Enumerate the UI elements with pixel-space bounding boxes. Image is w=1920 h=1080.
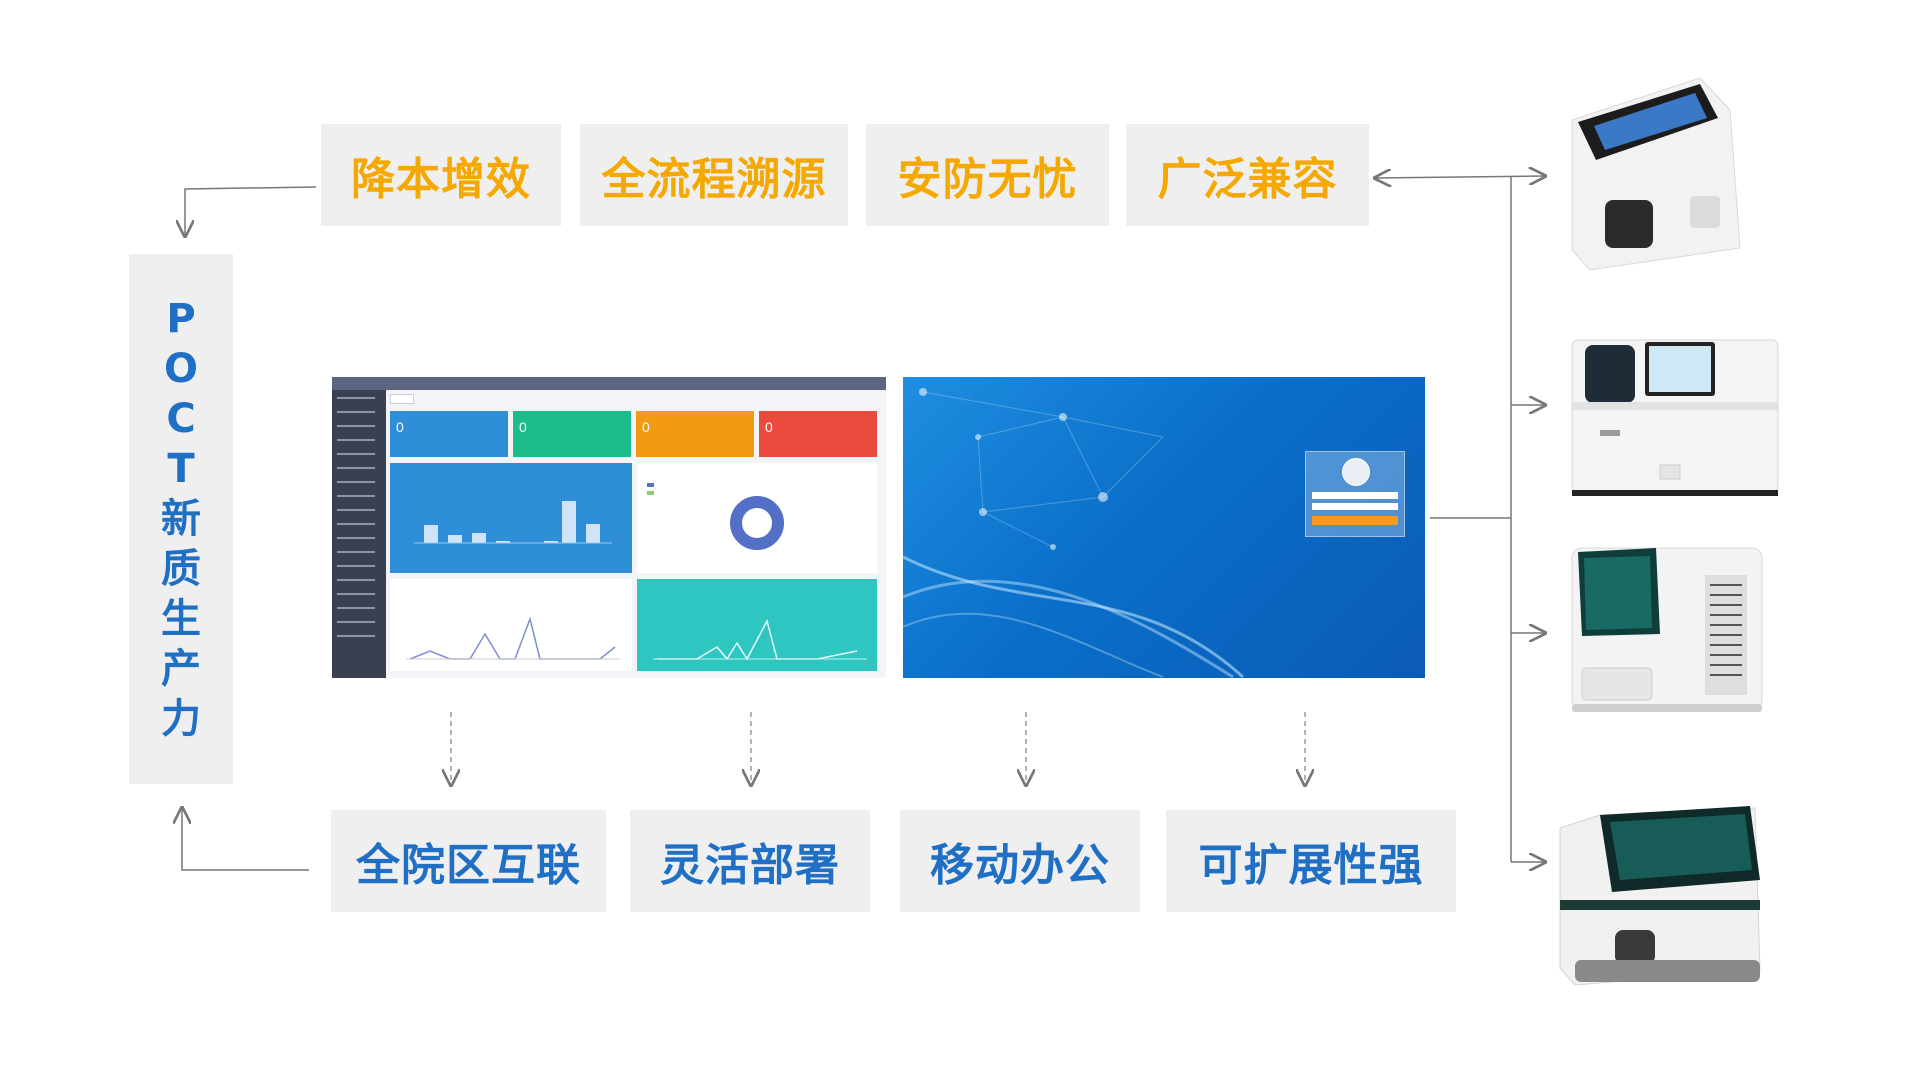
poct-char: 力 bbox=[161, 696, 201, 742]
feature-label: 全院区互联 bbox=[356, 840, 581, 891]
poct-char: 生 bbox=[161, 596, 201, 642]
feature-label: 安防无忧 bbox=[897, 154, 1078, 205]
stat-value: 0 bbox=[519, 419, 527, 435]
sidebar-menu-line bbox=[337, 565, 375, 567]
password-field bbox=[1312, 503, 1398, 510]
feature-flexible-deploy: 灵活部署 bbox=[630, 810, 870, 912]
feature-label: 移动办公 bbox=[930, 840, 1110, 891]
area-chart bbox=[653, 618, 867, 661]
sidebar-menu-line bbox=[337, 481, 375, 483]
device-analyzer-1 bbox=[1571, 77, 1741, 271]
sidebar-menu-line bbox=[337, 411, 375, 413]
bar-chart-panel bbox=[390, 463, 632, 573]
feature-campus-interconnect: 全院区互联 bbox=[331, 810, 606, 912]
username-field bbox=[1312, 492, 1398, 499]
sidebar-menu-line bbox=[337, 397, 375, 399]
sidebar-menu-line bbox=[337, 593, 375, 595]
avatar bbox=[1342, 458, 1370, 486]
device-analyzer-2 bbox=[1571, 339, 1779, 496]
line-chart-panel bbox=[390, 579, 632, 671]
sidebar-menu-line bbox=[337, 551, 375, 553]
poct-char: 产 bbox=[161, 646, 201, 692]
bar-chart bbox=[414, 501, 612, 544]
feature-security: 安防无忧 bbox=[866, 124, 1109, 226]
poct-label-box: P O C T 新 质 生 产 力 bbox=[129, 254, 233, 784]
stat-card: 0 bbox=[513, 411, 631, 457]
login-screenshot bbox=[903, 377, 1425, 678]
sidebar-menu-line bbox=[337, 467, 375, 469]
poct-char: T bbox=[167, 446, 195, 492]
stat-card: 0 bbox=[759, 411, 877, 457]
stat-value: 0 bbox=[396, 419, 404, 435]
feature-scalability: 可扩展性强 bbox=[1166, 810, 1456, 912]
feature-label: 降本增效 bbox=[351, 154, 531, 205]
arrow-bottom-left bbox=[182, 808, 309, 871]
stat-card: 0 bbox=[390, 411, 508, 457]
feature-label: 灵活部署 bbox=[660, 840, 840, 891]
sidebar-menu-line bbox=[337, 537, 375, 539]
sidebar-menu-line bbox=[337, 523, 375, 525]
sidebar-menu-line bbox=[337, 453, 375, 455]
sidebar-menu-line bbox=[337, 425, 375, 427]
poct-char: C bbox=[166, 396, 196, 442]
stat-card: 0 bbox=[636, 411, 754, 457]
network-background bbox=[903, 388, 1245, 678]
feature-label: 全流程溯源 bbox=[601, 154, 827, 205]
dashboard-sidebar bbox=[332, 377, 386, 678]
feature-mobile-office: 移动办公 bbox=[900, 810, 1140, 912]
sidebar-menu-line bbox=[337, 579, 375, 581]
dashboard-screenshot: 0 0 0 0 bbox=[332, 377, 886, 678]
feature-label: 广泛兼容 bbox=[1157, 154, 1338, 205]
device-analyzer-4 bbox=[1559, 806, 1761, 986]
login-box bbox=[1305, 451, 1405, 537]
sidebar-menu-line bbox=[337, 635, 375, 637]
feature-cost-efficiency: 降本增效 bbox=[321, 124, 561, 226]
poct-char: O bbox=[163, 346, 198, 392]
sidebar-menu-line bbox=[337, 439, 375, 441]
sidebar-menu-line bbox=[337, 607, 375, 609]
area-chart-panel bbox=[637, 579, 877, 671]
stat-value: 0 bbox=[642, 419, 650, 435]
poct-char: P bbox=[166, 296, 196, 342]
feature-full-traceability: 全流程溯源 bbox=[580, 124, 848, 226]
dashboard-tab bbox=[390, 394, 414, 404]
dashboard-header bbox=[332, 377, 886, 390]
device-analyzer-3 bbox=[1571, 547, 1763, 712]
donut-chart bbox=[647, 483, 784, 550]
sidebar-menu-line bbox=[337, 495, 375, 497]
poct-char: 新 bbox=[161, 496, 201, 542]
arrow-top-left bbox=[185, 186, 317, 236]
feature-compatibility: 广泛兼容 bbox=[1126, 124, 1369, 226]
arrow-compat-device bbox=[1375, 176, 1545, 178]
sidebar-menu-line bbox=[337, 509, 375, 511]
sidebar-menu-line bbox=[337, 621, 375, 623]
login-button bbox=[1312, 516, 1398, 525]
poct-char: 质 bbox=[161, 546, 201, 592]
donut-chart-panel bbox=[637, 463, 877, 573]
feature-label: 可扩展性强 bbox=[1198, 840, 1424, 891]
stat-value: 0 bbox=[765, 419, 773, 435]
line-chart bbox=[406, 616, 620, 660]
